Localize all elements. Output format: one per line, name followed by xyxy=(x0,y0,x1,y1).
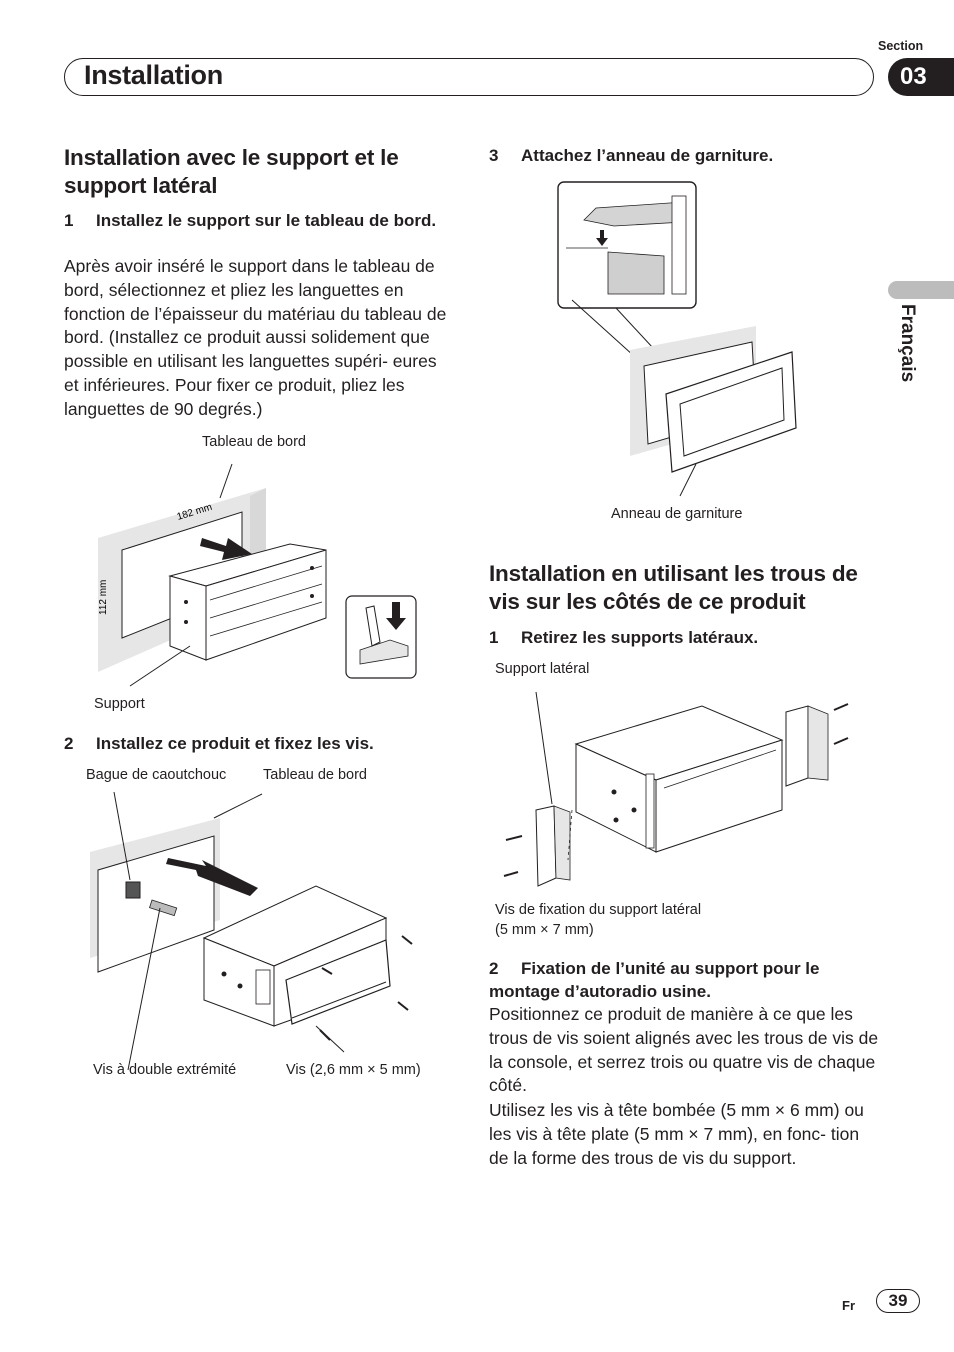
left-heading: Installation avec le support et le suppo… xyxy=(64,145,399,198)
section-label: Section xyxy=(878,39,924,53)
fig4-screws-label-1: Vis de fixation du support latéral xyxy=(495,902,702,918)
fig2-install-illustration xyxy=(90,791,413,1071)
fig2-ring-label: Bague de caoutchouc xyxy=(86,767,227,783)
right-heading: Installation en utilisant les trous de v… xyxy=(489,561,858,614)
fig1-support-illustration: 182 mm 112 mm xyxy=(98,463,417,687)
right-step-2-body-1: Positionnez ce produit de manière à ce q… xyxy=(489,1004,879,1096)
fig2-double-screw-label: Vis à double extrémité xyxy=(93,1062,237,1078)
language-label: Français xyxy=(897,304,918,383)
left-step-1-body: Après avoir inséré le support dans le ta… xyxy=(64,256,447,419)
section-badge: 03 xyxy=(888,58,954,96)
header-bar xyxy=(64,58,874,96)
fig3-ring-label: Anneau de garniture xyxy=(611,506,743,522)
page-title: Installation xyxy=(84,60,223,90)
fig4-bracket-label: Support latéral xyxy=(495,661,590,677)
fig1-dim-height: 112 mm xyxy=(98,580,109,615)
fig2-dashboard-label: Tableau de bord xyxy=(263,767,367,783)
fig4-side-bracket-illustration xyxy=(503,691,849,887)
fig1-detail-inset xyxy=(345,595,417,679)
right-step-2-body-2: Utilisez les vis à tête bombée (5 mm × 6… xyxy=(489,1100,864,1168)
fig1-support-label: Support xyxy=(94,696,145,712)
fig1-insert-arrow xyxy=(200,538,252,560)
fig1-dashboard-label: Tableau de bord xyxy=(202,434,306,450)
footer-language: Fr xyxy=(842,1298,855,1313)
language-tab xyxy=(888,281,954,299)
page-number: 39 xyxy=(876,1289,920,1313)
fig2-screws-label: Vis (2,6 mm × 5 mm) xyxy=(286,1062,421,1078)
fig3-trim-ring-illustration xyxy=(557,181,797,497)
fig4-screws-label-2: (5 mm × 7 mm) xyxy=(495,922,594,938)
